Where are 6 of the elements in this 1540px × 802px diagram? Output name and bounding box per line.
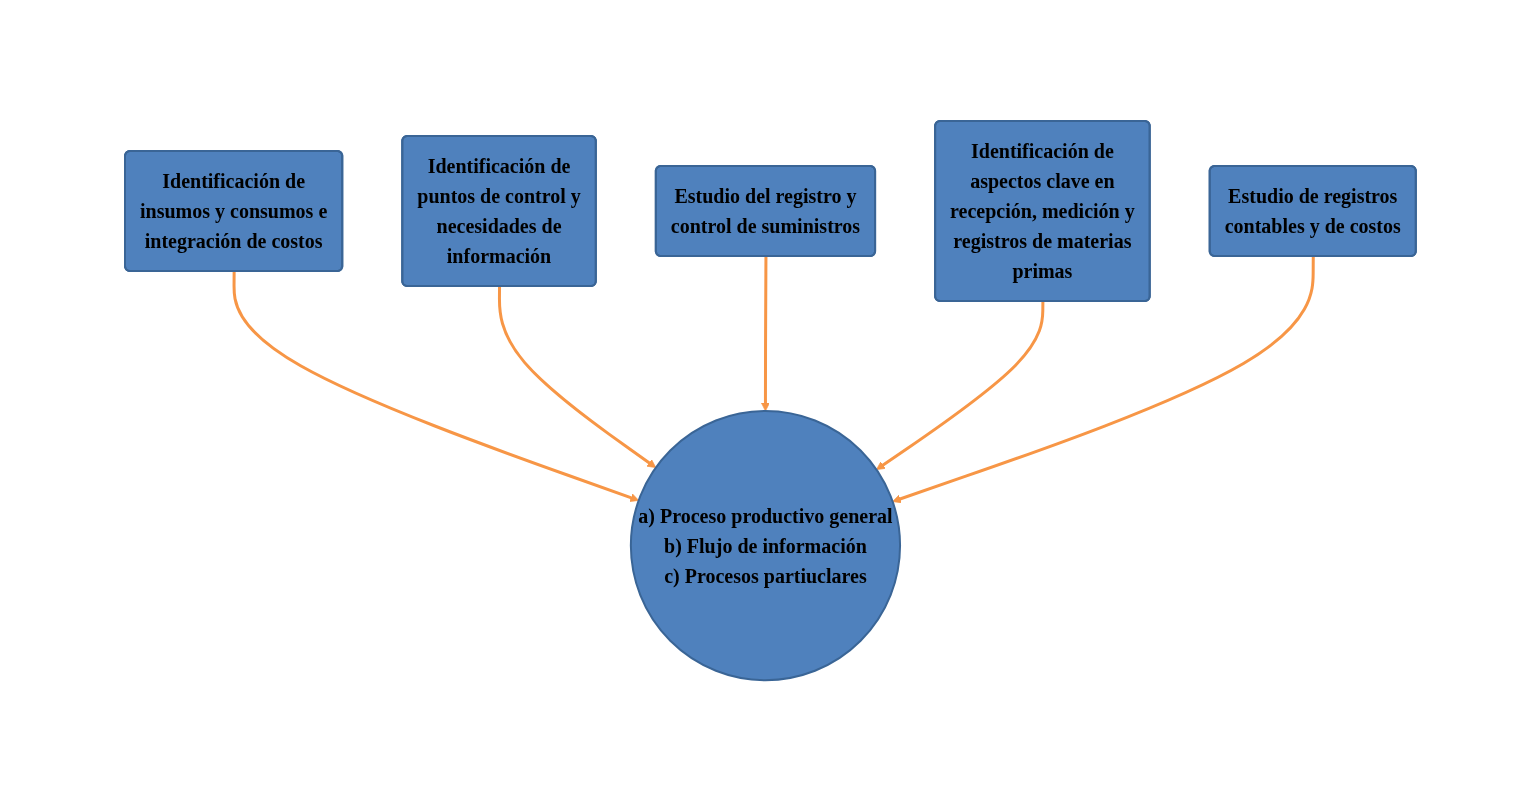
- arrow: [875, 301, 1044, 471]
- node-circle: a) Proceso productivo general b) Flujo de información c) Procesos partiuclares: [629, 410, 901, 682]
- arrow: [232, 271, 639, 503]
- arrow: [891, 256, 1315, 504]
- arrow: [497, 286, 656, 469]
- arrow: [760, 256, 770, 412]
